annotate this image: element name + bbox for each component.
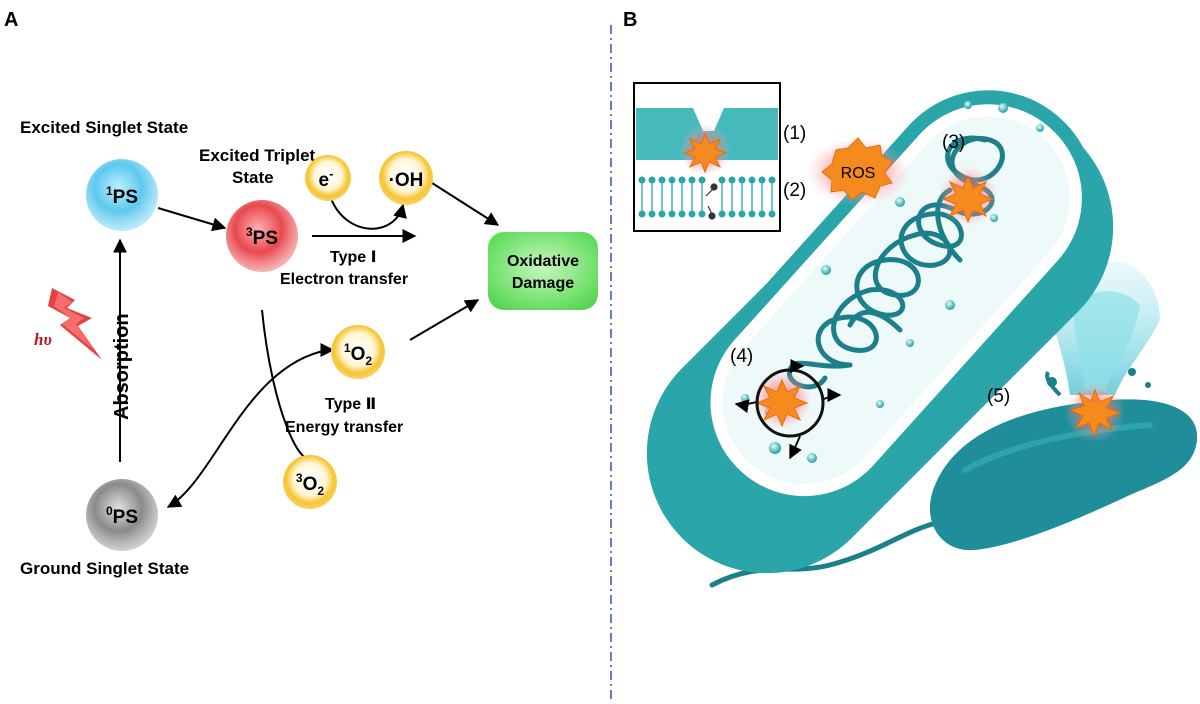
svg-text:e-: e- — [319, 166, 334, 191]
type1-sublabel: Electron transfer — [280, 271, 408, 288]
excited-triplet-label-line1: Excited Triplet — [199, 146, 316, 165]
type2-label: Type Ⅱ — [325, 396, 376, 413]
svg-text:·OH: ·OH — [389, 170, 424, 191]
arrow-electron-to-oh — [329, 195, 407, 230]
node-hydroxyl: ·OH — [379, 151, 433, 205]
burst-site-4 — [734, 359, 842, 460]
type1-label: Type Ⅰ — [330, 249, 377, 266]
panel-a: A Excited Singlet State Excited Triplet … — [4, 9, 598, 578]
svg-text:0PS: 0PS — [106, 504, 138, 528]
site-label-1: (1) — [783, 123, 806, 144]
photon-label: hυ — [34, 330, 52, 349]
site-label-5: (5) — [987, 386, 1010, 407]
arrow-1ps-to-3ps — [157, 207, 227, 232]
node-3ps: 3PS — [226, 200, 298, 272]
burst-site-3 — [938, 166, 998, 226]
svg-text:Oxidative: Oxidative — [507, 253, 579, 270]
arrow-3ps-to-0ps — [166, 349, 329, 508]
arrow-triplet-oxygen-to-singlet — [261, 309, 313, 461]
node-1ps: 1PS — [86, 159, 158, 231]
ros-burst: ROS — [806, 137, 910, 206]
site-label-3: (3) — [942, 132, 965, 153]
panel-letter-a: A — [4, 9, 18, 31]
node-triplet-oxygen: 3O2 — [283, 455, 337, 509]
node-electron: e- — [305, 155, 351, 201]
svg-text:3PS: 3PS — [246, 225, 278, 249]
svg-text:3O2: 3O2 — [296, 471, 324, 498]
absorption-label: Absorption — [111, 313, 133, 420]
node-0ps: 0PS — [86, 479, 158, 551]
panel-a-arrows — [113, 182, 500, 508]
node-singlet-oxygen: 1O2 — [331, 325, 385, 379]
panel-letter-b: B — [623, 9, 637, 31]
arrow-o2-to-damage — [409, 299, 480, 341]
oxidative-damage-box: Oxidative Damage — [488, 232, 598, 310]
site-label-4: (4) — [730, 346, 753, 367]
site-label-2: (2) — [783, 180, 806, 201]
svg-text:1O2: 1O2 — [344, 341, 372, 368]
ros-label: ROS — [841, 165, 876, 182]
panel-b: B — [623, 9, 1198, 588]
photon-bolt-icon — [48, 288, 102, 360]
ground-singlet-label: Ground Singlet State — [20, 559, 189, 578]
excited-triplet-label-line2: State — [232, 168, 274, 187]
arrow-oh-to-damage — [431, 182, 500, 226]
membrane-inset — [633, 82, 781, 232]
svg-text:Damage: Damage — [512, 275, 574, 292]
type2-sublabel: Energy transfer — [285, 419, 403, 436]
svg-text:1PS: 1PS — [106, 184, 138, 208]
excited-singlet-label: Excited Singlet State — [20, 118, 188, 137]
